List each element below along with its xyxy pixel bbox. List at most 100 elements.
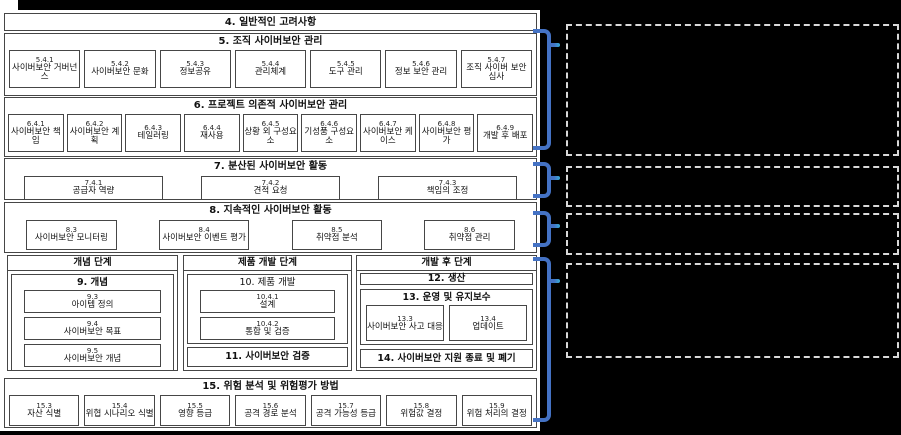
callout-bracket-sections-5-6 — [533, 29, 551, 150]
clause-number: 6.4.8 — [437, 119, 456, 128]
clause-box-15-7: 15.7 공격 가능성 등급 — [310, 395, 382, 426]
clause-label: 공격 가능성 등급 — [315, 408, 376, 419]
section-15-risk-analysis-assessment-methods: 15. 위험 분석 및 위험평가 방법 15.3 자산 식별 15.4 위협 시… — [4, 378, 537, 428]
clause-number: 15.3 — [36, 401, 52, 410]
callout-bracket-section-8 — [533, 211, 551, 247]
clause-box-5-4-2: 5.4.2 사이버보안 문화 — [84, 50, 156, 88]
clause-box-6-4-3: 6.4.3 테일러링 — [125, 114, 182, 152]
clause-box-6-4-2: 6.4.2 사이버보안 계획 — [66, 114, 123, 152]
section-8-title: 8. 지속적인 사이버보안 활동 — [209, 205, 332, 216]
clause-number: 7.4.3 — [438, 179, 457, 188]
clause-label: 영향 등급 — [178, 408, 213, 419]
group-10-title: 10. 제품 개발 — [239, 277, 296, 288]
clause-number: 5.4.7 — [487, 55, 506, 64]
phase-column-post-development: 개발 후 단계 12. 생산 13. 운영 및 유지보수 13.3 사이버보안 … — [356, 255, 537, 371]
clause-number: 10.4.2 — [256, 319, 279, 328]
phase-post-title: 개발 후 단계 — [357, 256, 536, 271]
group-9-items: 9.3 아이템 정의 9.4 사이버보안 목표 9.5 사이버보안 개념 — [12, 289, 173, 370]
clause-label: 기성품 구성요소 — [304, 126, 354, 146]
section-8-items: 8.3 사이버보안 모니터링 8.4 사이버보안 이벤트 평가 8.5 취약점 … — [5, 218, 536, 254]
clause-box-13-4: 13.4 업데이트 — [449, 305, 527, 342]
phase-product-title: 제품 개발 단계 — [184, 256, 351, 271]
section-14-end-of-support-decommissioning: 14. 사이버보안 지원 종료 및 폐기 — [360, 349, 533, 368]
clause-label: 책임의 조정 — [426, 186, 469, 197]
clause-label: 사이버보안 평가 — [421, 126, 472, 146]
clause-number: 8.4 — [198, 226, 210, 235]
section-6-project-dependent-cybersecurity-management: 6. 프로젝트 의존적 사이버보안 관리 6.4.1 사이버보안 책임 6.4.… — [4, 97, 537, 157]
clause-box-9-5: 9.5 사이버보안 개념 — [24, 344, 161, 367]
clause-number: 6.4.1 — [26, 119, 45, 128]
section-7-items: 7.4.1 공급자 역량 7.4.2 견적 요청 7.4.3 책임의 조정 — [5, 174, 536, 204]
clause-number: 15.8 — [413, 401, 430, 410]
clause-label: 도구 관리 — [328, 67, 363, 78]
section-11-cybersecurity-validation: 11. 사이버보안 검증 — [187, 347, 348, 367]
clause-number: 15.9 — [488, 401, 505, 410]
clause-number: 8.6 — [464, 226, 476, 235]
section-7-title: 7. 분산된 사이버보안 활동 — [213, 161, 328, 172]
section-6-items: 6.4.1 사이버보안 책임 6.4.2 사이버보안 계획 6.4.3 테일러링… — [5, 113, 536, 156]
clause-label: 자산 식별 — [27, 408, 62, 419]
clause-label: 재사용 — [200, 131, 224, 142]
clause-label: 정보 보안 관리 — [394, 67, 448, 78]
clause-box-5-4-1: 5.4.1 사이버보안 거버넌스 — [9, 50, 81, 88]
clause-label: 사이버보안 모니터링 — [34, 233, 108, 244]
phase-column-concept: 개념 단계 9. 개념 9.3 아이템 정의 9.4 사이버보안 목표 9.5 … — [7, 255, 178, 371]
clause-box-15-4: 15.4 위협 시나리오 식별 — [84, 395, 155, 426]
callout-bracket-pointer-3 — [547, 224, 560, 228]
callout-placeholder-box-1 — [566, 24, 899, 156]
clause-label: 아이템 정의 — [71, 299, 114, 310]
clause-number: 5.4.5 — [336, 60, 355, 69]
clause-box-9-4: 9.4 사이버보안 목표 — [24, 317, 161, 340]
clause-label: 사이버보안 계획 — [69, 126, 120, 146]
clause-number: 7.4.1 — [84, 179, 103, 188]
clause-number: 9.3 — [86, 292, 99, 301]
clause-label: 사이버보안 책임 — [11, 126, 61, 146]
clause-number: 6.4.4 — [202, 124, 221, 133]
clause-number: 5.4.3 — [186, 60, 205, 69]
clause-box-6-4-1: 6.4.1 사이버보안 책임 — [8, 114, 64, 152]
callout-bracket-phases-9-15 — [533, 257, 551, 422]
clause-box-5-4-7: 5.4.7 조직 사이버 보안 심사 — [460, 50, 532, 88]
clause-box-10-4-2: 10.4.2 통합 및 검증 — [200, 317, 335, 340]
clause-label: 조직 사이버 보안 심사 — [466, 62, 527, 82]
callout-placeholder-box-2 — [566, 166, 899, 207]
cybersecurity-standard-diagram: 4. 일반적인 고려사항 5. 조직 사이버보안 관리 5.4.1 사이버보안 … — [0, 10, 540, 431]
group-10-items: 10.4.1 설계 10.4.2 통합 및 검증 — [188, 289, 347, 343]
callout-bracket-section-7 — [533, 162, 551, 198]
clause-label: 위험 처리의 결정 — [466, 408, 527, 419]
section-5-organizational-cybersecurity-management: 5. 조직 사이버보안 관리 5.4.1 사이버보안 거버넌스 5.4.2 사이… — [4, 33, 537, 96]
clause-number: 13.3 — [397, 314, 413, 323]
callout-placeholder-box-4 — [566, 263, 899, 358]
clause-number: 6.4.5 — [261, 119, 280, 128]
clause-number: 6.4.3 — [144, 124, 163, 133]
clause-label: 테일러링 — [137, 131, 169, 142]
clause-number: 8.5 — [331, 226, 343, 235]
clause-box-15-5: 15.5 영향 등급 — [159, 395, 231, 426]
clause-box-7-4-2: 7.4.2 견적 요청 — [201, 176, 340, 200]
clause-label: 위협 시나리오 식별 — [85, 408, 154, 419]
clause-label: 사이버보안 문화 — [91, 67, 149, 78]
clause-box-15-8: 15.8 위험값 결정 — [386, 395, 457, 426]
phase-concept-title: 개념 단계 — [8, 256, 177, 271]
group-box-9-concept: 9. 개념 9.3 아이템 정의 9.4 사이버보안 목표 9.5 사이버보안 … — [11, 274, 174, 371]
clause-number: 13.4 — [480, 314, 496, 323]
clause-box-9-3: 9.3 아이템 정의 — [24, 290, 161, 313]
clause-number: 10.4.1 — [256, 292, 279, 301]
clause-label: 공격 경로 분석 — [244, 408, 297, 419]
clause-number: 15.5 — [187, 401, 203, 410]
clause-label: 정보공유 — [179, 67, 211, 78]
section-4-general-considerations: 4. 일반적인 고려사항 — [4, 13, 537, 31]
section-6-title: 6. 프로젝트 의존적 사이버보안 관리 — [193, 100, 348, 111]
callout-placeholder-box-3 — [566, 213, 899, 255]
clause-box-6-4-5: 6.4.5 상황 외 구성요소 — [242, 114, 299, 152]
callout-bracket-pointer-4 — [547, 279, 560, 283]
clause-box-13-3: 13.3 사이버보안 사고 대응 — [366, 305, 444, 342]
clause-box-8-6: 8.6 취약점 관리 — [424, 220, 515, 250]
clause-box-6-4-7: 6.4.7 사이버보안 케이스 — [360, 114, 416, 152]
clause-label: 업데이트 — [472, 321, 504, 332]
clause-number: 5.4.1 — [35, 55, 54, 64]
section-7-distributed-cybersecurity-activities: 7. 분산된 사이버보안 활동 7.4.1 공급자 역량 7.4.2 견적 요청… — [4, 158, 537, 200]
clause-number: 6.4.6 — [320, 119, 339, 128]
clause-label: 위험값 결정 — [400, 408, 443, 419]
